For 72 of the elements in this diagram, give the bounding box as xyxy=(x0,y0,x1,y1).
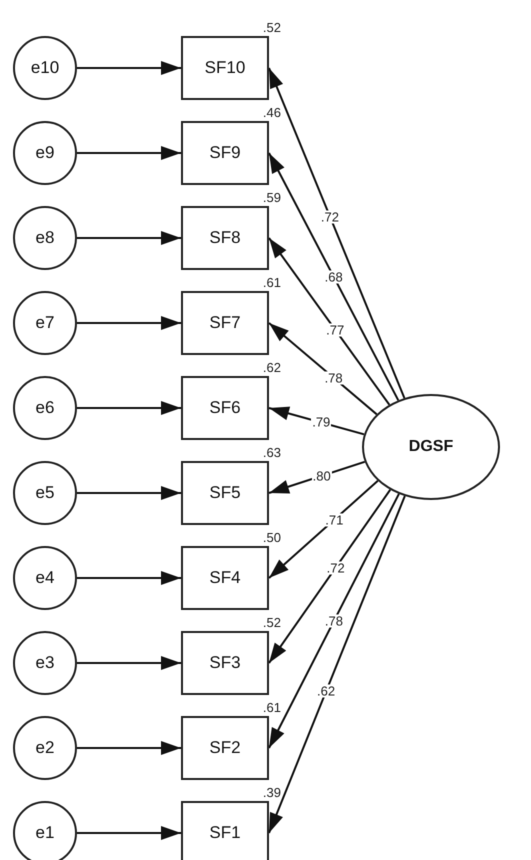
edge-label: .80 xyxy=(312,469,332,482)
node-label: SF8 xyxy=(209,228,241,248)
edge-label: .72 xyxy=(320,210,340,224)
r-squared-value: .62 xyxy=(262,361,281,374)
arrow xyxy=(268,152,400,401)
node-label: e7 xyxy=(36,313,54,333)
arrow xyxy=(77,61,181,75)
observed-variable-box xyxy=(181,716,269,780)
arrow xyxy=(77,316,181,330)
node-label: SF9 xyxy=(209,143,241,163)
node-label: e5 xyxy=(36,483,54,503)
node-label: SF4 xyxy=(209,568,241,588)
edge-label: .72 xyxy=(326,561,346,574)
r-squared-value: .50 xyxy=(262,531,281,544)
observed-variable-box xyxy=(181,631,269,695)
arrow xyxy=(268,480,379,579)
edge-label: .71 xyxy=(324,513,344,526)
arrow xyxy=(268,406,364,436)
observed-variable-box xyxy=(181,121,269,185)
node-label: SF10 xyxy=(204,58,246,78)
arrow xyxy=(268,237,390,406)
edge-label: .68 xyxy=(324,270,344,284)
node-label: SF2 xyxy=(209,738,241,758)
arrow xyxy=(268,460,366,494)
node-label: SF7 xyxy=(209,313,241,333)
arrow xyxy=(77,571,181,585)
r-squared-value: .52 xyxy=(262,21,281,34)
edge-label: .79 xyxy=(311,416,332,429)
arrow xyxy=(268,493,400,748)
r-squared-value: .39 xyxy=(262,786,281,799)
r-squared-value: .46 xyxy=(262,106,281,119)
edge-label: .78 xyxy=(324,614,344,628)
observed-variable-box xyxy=(181,36,269,100)
node-label: SF6 xyxy=(209,398,241,418)
arrow xyxy=(77,656,181,670)
node-label: e8 xyxy=(36,228,54,248)
arrow xyxy=(77,741,181,755)
arrow xyxy=(77,486,181,500)
observed-variable-box xyxy=(181,291,269,355)
node-label: e3 xyxy=(36,653,54,673)
observed-variable-box xyxy=(181,376,269,440)
r-squared-value: .63 xyxy=(262,446,281,459)
node-label: SF3 xyxy=(209,653,241,673)
error-circle xyxy=(13,801,77,860)
edge-label: .62 xyxy=(316,684,336,698)
node-label: e6 xyxy=(36,398,54,418)
node-label: e10 xyxy=(30,58,60,78)
arrow xyxy=(77,826,181,840)
arrow xyxy=(77,146,181,160)
observed-variable-box xyxy=(181,546,269,610)
arrow xyxy=(268,489,392,664)
arrow xyxy=(77,231,181,245)
node-label: e9 xyxy=(36,143,54,163)
r-squared-value: .61 xyxy=(262,701,281,714)
node-label: SF1 xyxy=(209,823,241,843)
arrow xyxy=(268,496,406,834)
edge-label: .78 xyxy=(324,371,344,384)
observed-variable-box xyxy=(181,461,269,525)
arrow xyxy=(268,322,378,416)
node-label: SF5 xyxy=(209,483,241,503)
arrow xyxy=(268,68,406,398)
r-squared-value: .52 xyxy=(262,616,281,629)
observed-variable-box xyxy=(181,206,269,270)
node-label: e4 xyxy=(36,568,54,588)
observed-variable-box xyxy=(181,801,269,860)
node-label: e1 xyxy=(36,823,54,843)
r-squared-value: .61 xyxy=(262,276,281,289)
arrow xyxy=(77,401,181,415)
edge-label: .77 xyxy=(325,323,346,336)
node-label: DGSF xyxy=(408,438,454,456)
node-label: e2 xyxy=(36,738,54,758)
r-squared-value: .59 xyxy=(262,191,281,204)
